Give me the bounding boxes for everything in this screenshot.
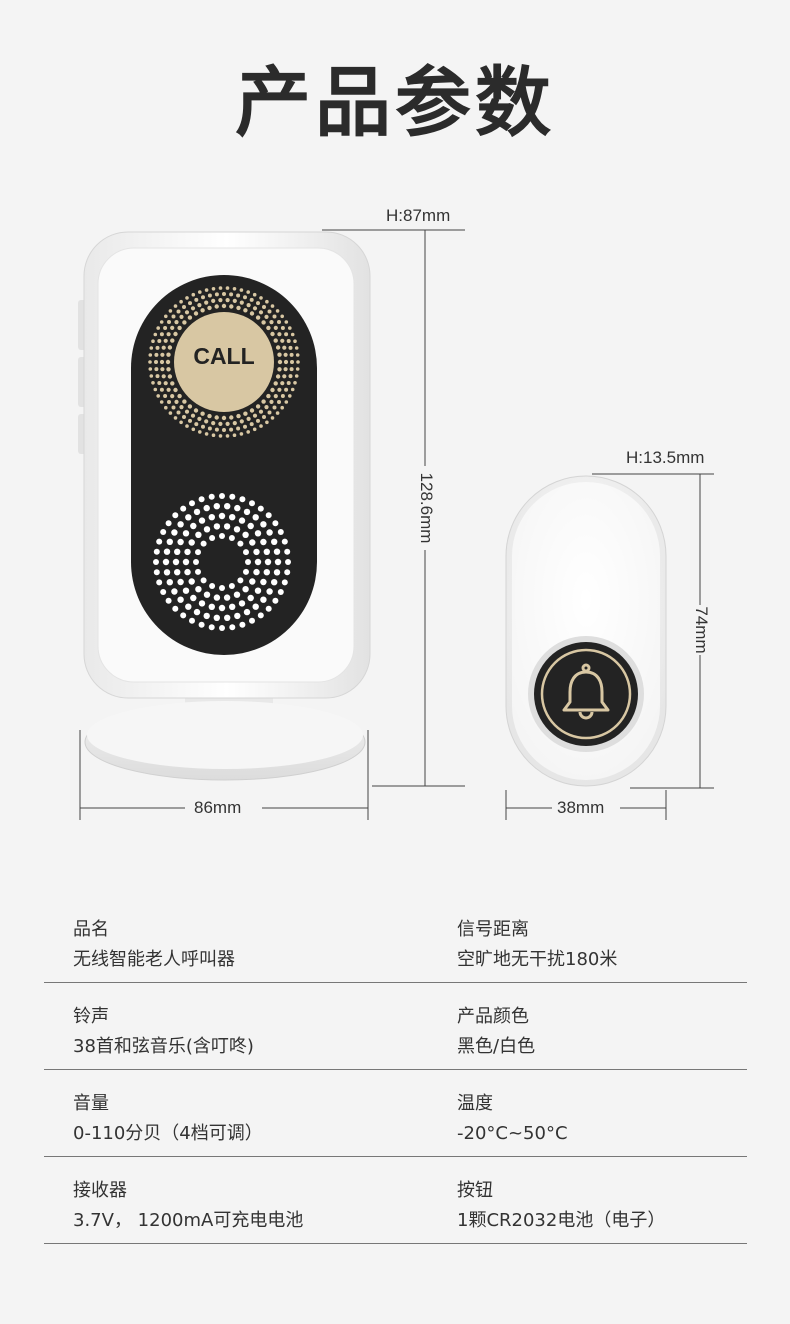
spec-label: 接收器 <box>73 1180 127 1201</box>
spec-value: 1颗CR2032电池（电子） <box>457 1210 666 1231</box>
spec-row: 音量 0-110分贝（4档可调） 温度 -20°C~50°C <box>44 1070 747 1157</box>
bell-icon <box>562 663 610 720</box>
spec-row: 品名 无线智能老人呼叫器 信号距离 空旷地无干扰180米 <box>44 896 747 983</box>
spec-label: 信号距离 <box>457 919 529 940</box>
call-button <box>174 312 274 412</box>
spec-label: 按钮 <box>457 1180 493 1201</box>
spec-value: 3.7V， 1200mA可充电电池 <box>73 1210 304 1231</box>
spec-label: 温度 <box>457 1093 493 1114</box>
receiver-width-label: 86mm <box>194 798 242 818</box>
button-width-label: 38mm <box>557 798 605 818</box>
spec-value: 无线智能老人呼叫器 <box>73 949 235 970</box>
spec-table: 品名 无线智能老人呼叫器 信号距离 空旷地无干扰180米 铃声 38首和弦音乐(… <box>44 896 747 1244</box>
spec-value: -20°C~50°C <box>457 1123 568 1144</box>
spec-value: 0-110分贝（4档可调） <box>73 1123 263 1144</box>
product-drawing <box>78 229 714 820</box>
spec-value: 38首和弦音乐(含叮咚) <box>73 1036 254 1057</box>
button-height-label: H:13.5mm <box>626 448 705 468</box>
call-button-grille <box>148 286 300 438</box>
receiver-tall-label: 128.6mm <box>416 466 436 550</box>
button-tall-label: 74mm <box>691 605 711 655</box>
page-title: 产品参数 <box>235 58 555 147</box>
spec-label: 品名 <box>73 919 109 940</box>
spec-value: 黑色/白色 <box>457 1036 536 1057</box>
spec-label: 音量 <box>73 1093 109 1114</box>
call-button-unit <box>505 475 667 787</box>
receiver-height-label: H:87mm <box>386 206 451 226</box>
spec-row: 接收器 3.7V， 1200mA可充电电池 按钮 1颗CR2032电池（电子） <box>44 1157 747 1244</box>
speaker-grille <box>153 493 291 631</box>
spec-label: 铃声 <box>73 1006 109 1027</box>
spec-value: 空旷地无干扰180米 <box>457 949 618 970</box>
product-illustration: CALL H:87mm 128.6mm 86mm H:13.5mm 74mm 3… <box>78 206 714 820</box>
receiver-body <box>83 231 371 699</box>
spec-label: 产品颜色 <box>457 1006 529 1027</box>
spec-row: 铃声 38首和弦音乐(含叮咚) 产品颜色 黑色/白色 <box>44 983 747 1070</box>
call-label: CALL <box>193 343 255 369</box>
